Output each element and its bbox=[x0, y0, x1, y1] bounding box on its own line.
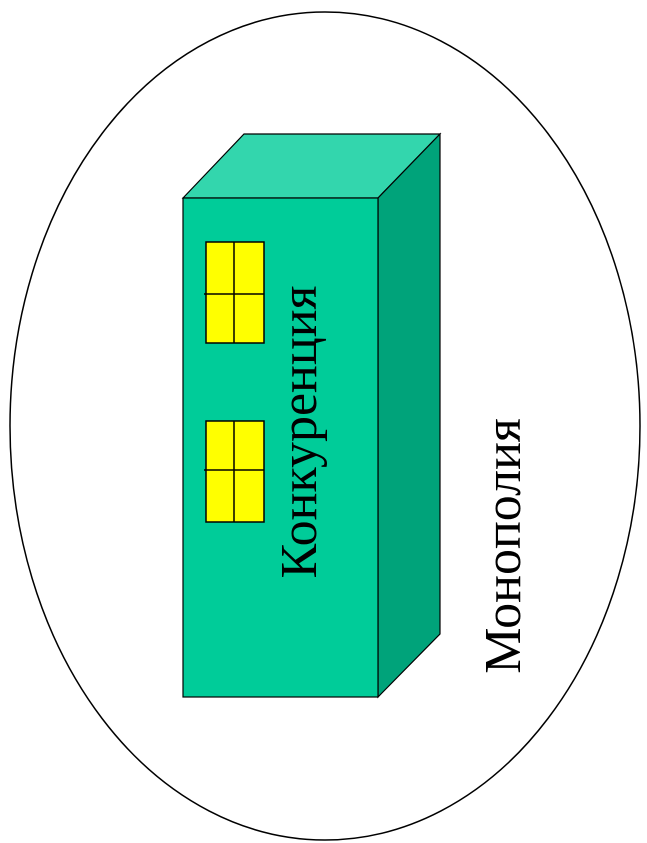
window-upper bbox=[204, 241, 265, 344]
competition-label: Конкуренция bbox=[271, 286, 328, 579]
monopoly-ellipse bbox=[9, 11, 641, 841]
monopoly-label: Монополия bbox=[475, 418, 532, 674]
building-side-face bbox=[377, 132, 441, 699]
window-lower bbox=[204, 420, 265, 523]
